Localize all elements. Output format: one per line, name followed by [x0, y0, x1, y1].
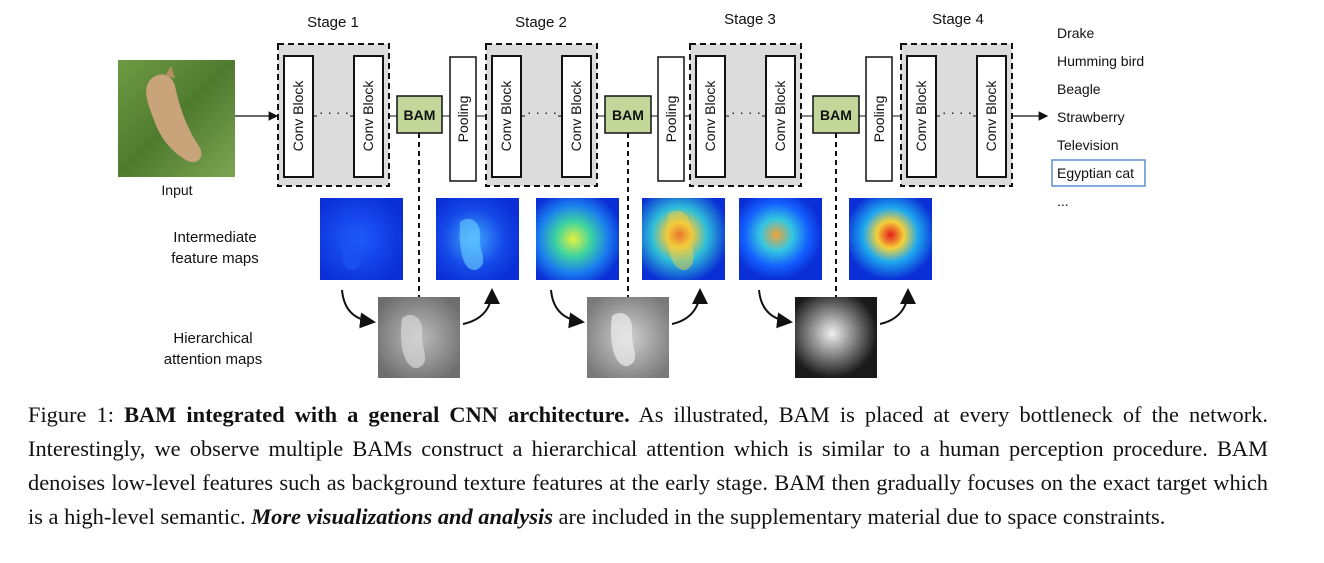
curved-arrow — [758, 289, 793, 329]
conv-block-label: Conv Block — [498, 80, 514, 152]
conv-block — [765, 55, 796, 178]
attention-map-1 — [378, 297, 460, 378]
attention-map-2 — [587, 297, 669, 378]
ellipsis: · · · · — [731, 104, 761, 120]
figure-caption: Figure 1: BAM integrated with a general … — [28, 398, 1268, 534]
feature-map-5 — [739, 198, 822, 280]
caption-tail: are included in the supplementary materi… — [552, 504, 1166, 529]
bam-label: BAM — [820, 107, 852, 123]
class-item: Drake — [1057, 25, 1095, 41]
conv-block-label: Conv Block — [702, 80, 718, 152]
stage-4-label: Stage 4 — [932, 11, 984, 28]
attention-map-3 — [795, 297, 877, 378]
stage-2-box: Conv Block Conv Block · · · · — [485, 43, 598, 187]
conv-block-label: Conv Block — [983, 80, 999, 152]
attention-label: attention maps — [164, 351, 262, 368]
stage-1-box: Conv Block Conv Block · · · · — [277, 43, 390, 187]
pooling-1: Pooling — [449, 56, 477, 182]
conv-block — [491, 55, 522, 178]
ellipsis: · · · · — [942, 104, 972, 120]
predicted-class-highlight — [1051, 159, 1146, 187]
ellipsis: · · · · — [527, 104, 557, 120]
pooling-label: Pooling — [871, 96, 887, 143]
caption-emphasis: analysis — [478, 504, 553, 529]
class-item-more: ... — [1057, 193, 1069, 209]
conv-block — [976, 55, 1007, 178]
pooling-3: Pooling — [865, 56, 893, 182]
conv-block — [906, 55, 937, 178]
stage-1-label: Stage 1 — [307, 14, 359, 31]
class-item: Television — [1057, 137, 1118, 153]
ellipsis: · · · · — [319, 104, 349, 120]
caption-title: BAM integrated with a general CNN archit… — [124, 402, 630, 427]
conv-block-label: Conv Block — [913, 80, 929, 152]
stage-2-label: Stage 2 — [515, 14, 567, 31]
conv-block — [283, 55, 314, 178]
curved-arrow — [341, 289, 376, 329]
bam-module-3: BAM — [812, 95, 860, 134]
conv-block-label: Conv Block — [360, 80, 376, 152]
input-image — [118, 60, 235, 177]
class-item: Beagle — [1057, 81, 1101, 97]
bam-label: BAM — [404, 107, 436, 123]
caption-prefix: Figure 1: — [28, 402, 125, 427]
conv-block — [561, 55, 592, 178]
pooling-label: Pooling — [663, 96, 679, 143]
feature-map-4 — [642, 198, 725, 280]
caption-emphasis: More visualizations and — [251, 504, 473, 529]
conv-block-label: Conv Block — [772, 80, 788, 152]
bam-module-1: BAM — [396, 95, 443, 134]
pooling-label: Pooling — [455, 96, 471, 143]
curved-arrow — [671, 288, 708, 325]
input-label: Input — [161, 182, 192, 198]
conv-block — [353, 55, 384, 178]
conv-block-label: Conv Block — [568, 80, 584, 152]
attention-label: Hierarchical — [173, 330, 252, 347]
stage-3-box: Conv Block Conv Block · · · · — [689, 43, 802, 187]
intermediate-label: Intermediate — [173, 229, 256, 246]
class-item: Strawberry — [1057, 109, 1125, 125]
stage-4-box: Conv Block Conv Block · · · · — [900, 43, 1013, 187]
stage-3-label: Stage 3 — [724, 11, 776, 28]
feature-map-6 — [849, 198, 932, 280]
bam-module-2: BAM — [604, 95, 652, 134]
feature-map-3 — [536, 198, 619, 280]
bam-architecture-figure: Stage 1 Stage 2 Stage 3 Stage 4 Input Co… — [118, 11, 1146, 378]
conv-block-label: Conv Block — [290, 80, 306, 152]
curved-arrow — [550, 289, 585, 329]
intermediate-label: feature maps — [171, 250, 259, 267]
feature-map-2 — [436, 198, 519, 280]
curved-arrow — [462, 288, 500, 325]
pooling-2: Pooling — [657, 56, 685, 182]
feature-map-1 — [320, 198, 403, 280]
bam-label: BAM — [612, 107, 644, 123]
class-item: Humming bird — [1057, 53, 1144, 69]
curved-arrow — [879, 288, 916, 325]
caption-body: As illustrated, BAM is placed at every b… — [28, 402, 1268, 529]
class-list: Drake Humming bird Beagle Strawberry Tel… — [1051, 25, 1146, 209]
predicted-class: Egyptian cat — [1057, 165, 1134, 181]
